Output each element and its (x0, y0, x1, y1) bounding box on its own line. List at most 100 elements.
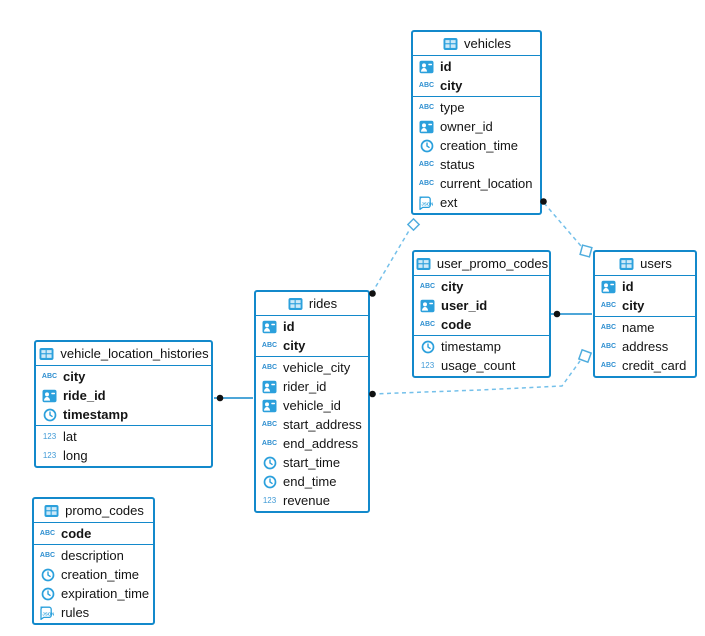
abc-text-icon-glyph: ABC (418, 104, 435, 111)
abc-text-icon-glyph: ABC (419, 321, 436, 328)
field-name: ride_id (63, 388, 106, 403)
id-badge-icon (600, 280, 617, 294)
field-row-vehicle_id[interactable]: vehicle_id (256, 396, 368, 415)
id-badge-icon (261, 320, 278, 334)
field-name: credit_card (622, 358, 687, 373)
abc-text-icon: ABC (261, 440, 278, 447)
id-badge-icon (419, 299, 436, 313)
abc-text-icon: ABC (600, 343, 617, 350)
clock-icon (419, 340, 436, 354)
field-row-timestamp[interactable]: timestamp (414, 337, 549, 356)
field-row-expiration_time[interactable]: expiration_time (34, 584, 153, 603)
field-row-id[interactable]: id (595, 277, 695, 296)
field-name: current_location (440, 176, 533, 191)
field-name: id (622, 279, 634, 294)
number-123-icon-glyph: 123 (42, 450, 57, 460)
abc-text-icon-glyph: ABC (261, 364, 278, 371)
field-name: ext (440, 195, 458, 210)
clock-icon (39, 568, 56, 582)
clock-icon (39, 587, 56, 601)
field-row-id[interactable]: id (256, 317, 368, 336)
field-row-end_address[interactable]: ABC end_address (256, 434, 368, 453)
abc-text-icon-glyph: ABC (419, 283, 436, 290)
field-name: end_time (283, 474, 337, 489)
table-title: users (640, 256, 672, 271)
field-name: revenue (283, 493, 330, 508)
table-header-users[interactable]: users (595, 252, 695, 276)
field-row-status[interactable]: ABC status (413, 155, 540, 174)
abc-text-icon-glyph: ABC (418, 82, 435, 89)
table-header-vehicles[interactable]: vehicles (413, 32, 540, 56)
field-row-code[interactable]: ABC code (34, 524, 153, 543)
table-header-user_promo_codes[interactable]: user_promo_codes (414, 252, 549, 276)
table-header-rides[interactable]: rides (256, 292, 368, 316)
abc-text-icon: ABC (418, 161, 435, 168)
abc-text-icon-glyph: ABC (418, 180, 435, 187)
field-row-rider_id[interactable]: rider_id (256, 377, 368, 396)
abc-text-icon-glyph: ABC (600, 302, 617, 309)
clock-icon (41, 408, 58, 422)
field-name: code (61, 526, 92, 541)
abc-text-icon: ABC (39, 530, 56, 537)
json-icon: JSON (39, 606, 56, 620)
abc-text-icon: ABC (419, 321, 436, 328)
field-name: creation_time (440, 138, 519, 153)
table-title: vehicles (464, 36, 511, 51)
id-badge-icon (41, 389, 58, 403)
field-row-id[interactable]: id (413, 57, 540, 76)
table-header-promo_codes[interactable]: promo_codes (34, 499, 153, 523)
id-badge-icon (261, 380, 278, 394)
abc-text-icon: ABC (419, 283, 436, 290)
abc-text-icon: ABC (261, 342, 278, 349)
field-row-timestamp[interactable]: timestamp (36, 405, 211, 424)
field-row-start_time[interactable]: start_time (256, 453, 368, 472)
field-row-owner_id[interactable]: owner_id (413, 117, 540, 136)
field-name: status (440, 157, 475, 172)
field-row-end_time[interactable]: end_time (256, 472, 368, 491)
field-row-user_id[interactable]: user_id (414, 296, 549, 315)
field-row-ride_id[interactable]: ride_id (36, 386, 211, 405)
abc-text-icon-glyph: ABC (41, 373, 58, 380)
abc-text-icon-glyph: ABC (261, 440, 278, 447)
field-row-creation_time[interactable]: creation_time (413, 136, 540, 155)
relationship-square-marker (577, 348, 593, 364)
abc-text-icon: ABC (600, 362, 617, 369)
relationship-dot-marker (369, 390, 376, 398)
field-row-current_location[interactable]: ABC current_location (413, 174, 540, 193)
field-row-credit_card[interactable]: ABC credit_card (595, 356, 695, 375)
relationship-dot-marker (553, 310, 561, 318)
abc-text-icon-glyph: ABC (418, 161, 435, 168)
field-row-creation_time[interactable]: creation_time (34, 565, 153, 584)
table-header-vehicle_location_histories[interactable]: vehicle_location_histories (36, 342, 211, 366)
field-name: end_address (283, 436, 359, 451)
